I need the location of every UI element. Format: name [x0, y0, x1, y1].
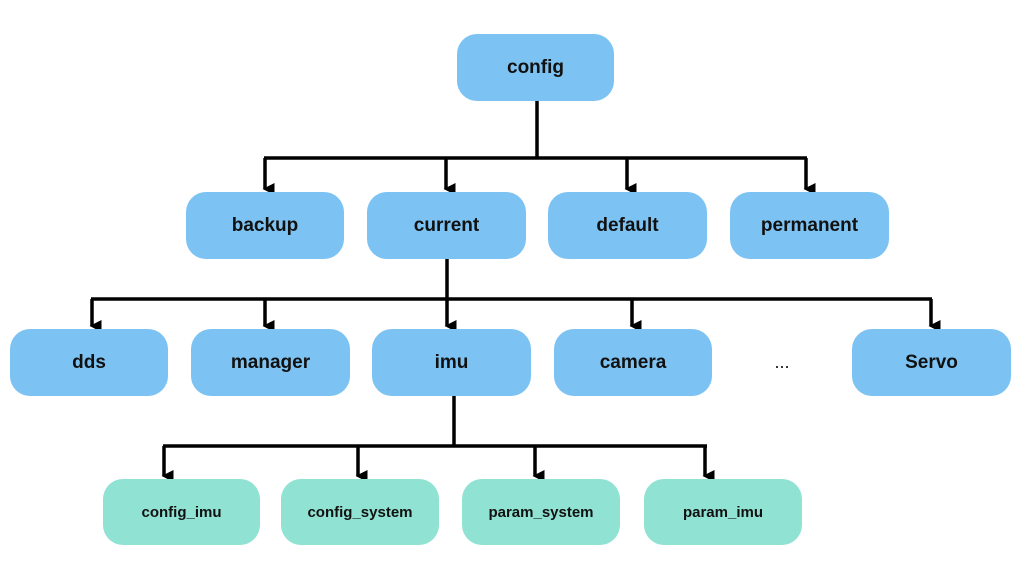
node-permanent: permanent: [730, 192, 889, 259]
node-servo: Servo: [852, 329, 1011, 396]
edges-imu-to-level3: [161, 396, 715, 482]
node-config-imu: config_imu: [103, 479, 260, 545]
node-current: current: [367, 192, 526, 259]
node-default: default: [548, 192, 707, 259]
node-backup: backup: [186, 192, 344, 259]
node-dds: dds: [10, 329, 168, 396]
edges-current-to-level2: [89, 259, 941, 332]
node-param-system: param_system: [462, 479, 620, 545]
node-imu: imu: [372, 329, 531, 396]
node-param-imu: param_imu: [644, 479, 802, 545]
node-config: config: [457, 34, 614, 101]
node-manager: manager: [191, 329, 350, 396]
node-config-system: config_system: [281, 479, 439, 545]
more-nodes-ellipsis: ...: [774, 352, 790, 372]
node-camera: camera: [554, 329, 712, 396]
edges-config-to-level1: [262, 101, 816, 195]
